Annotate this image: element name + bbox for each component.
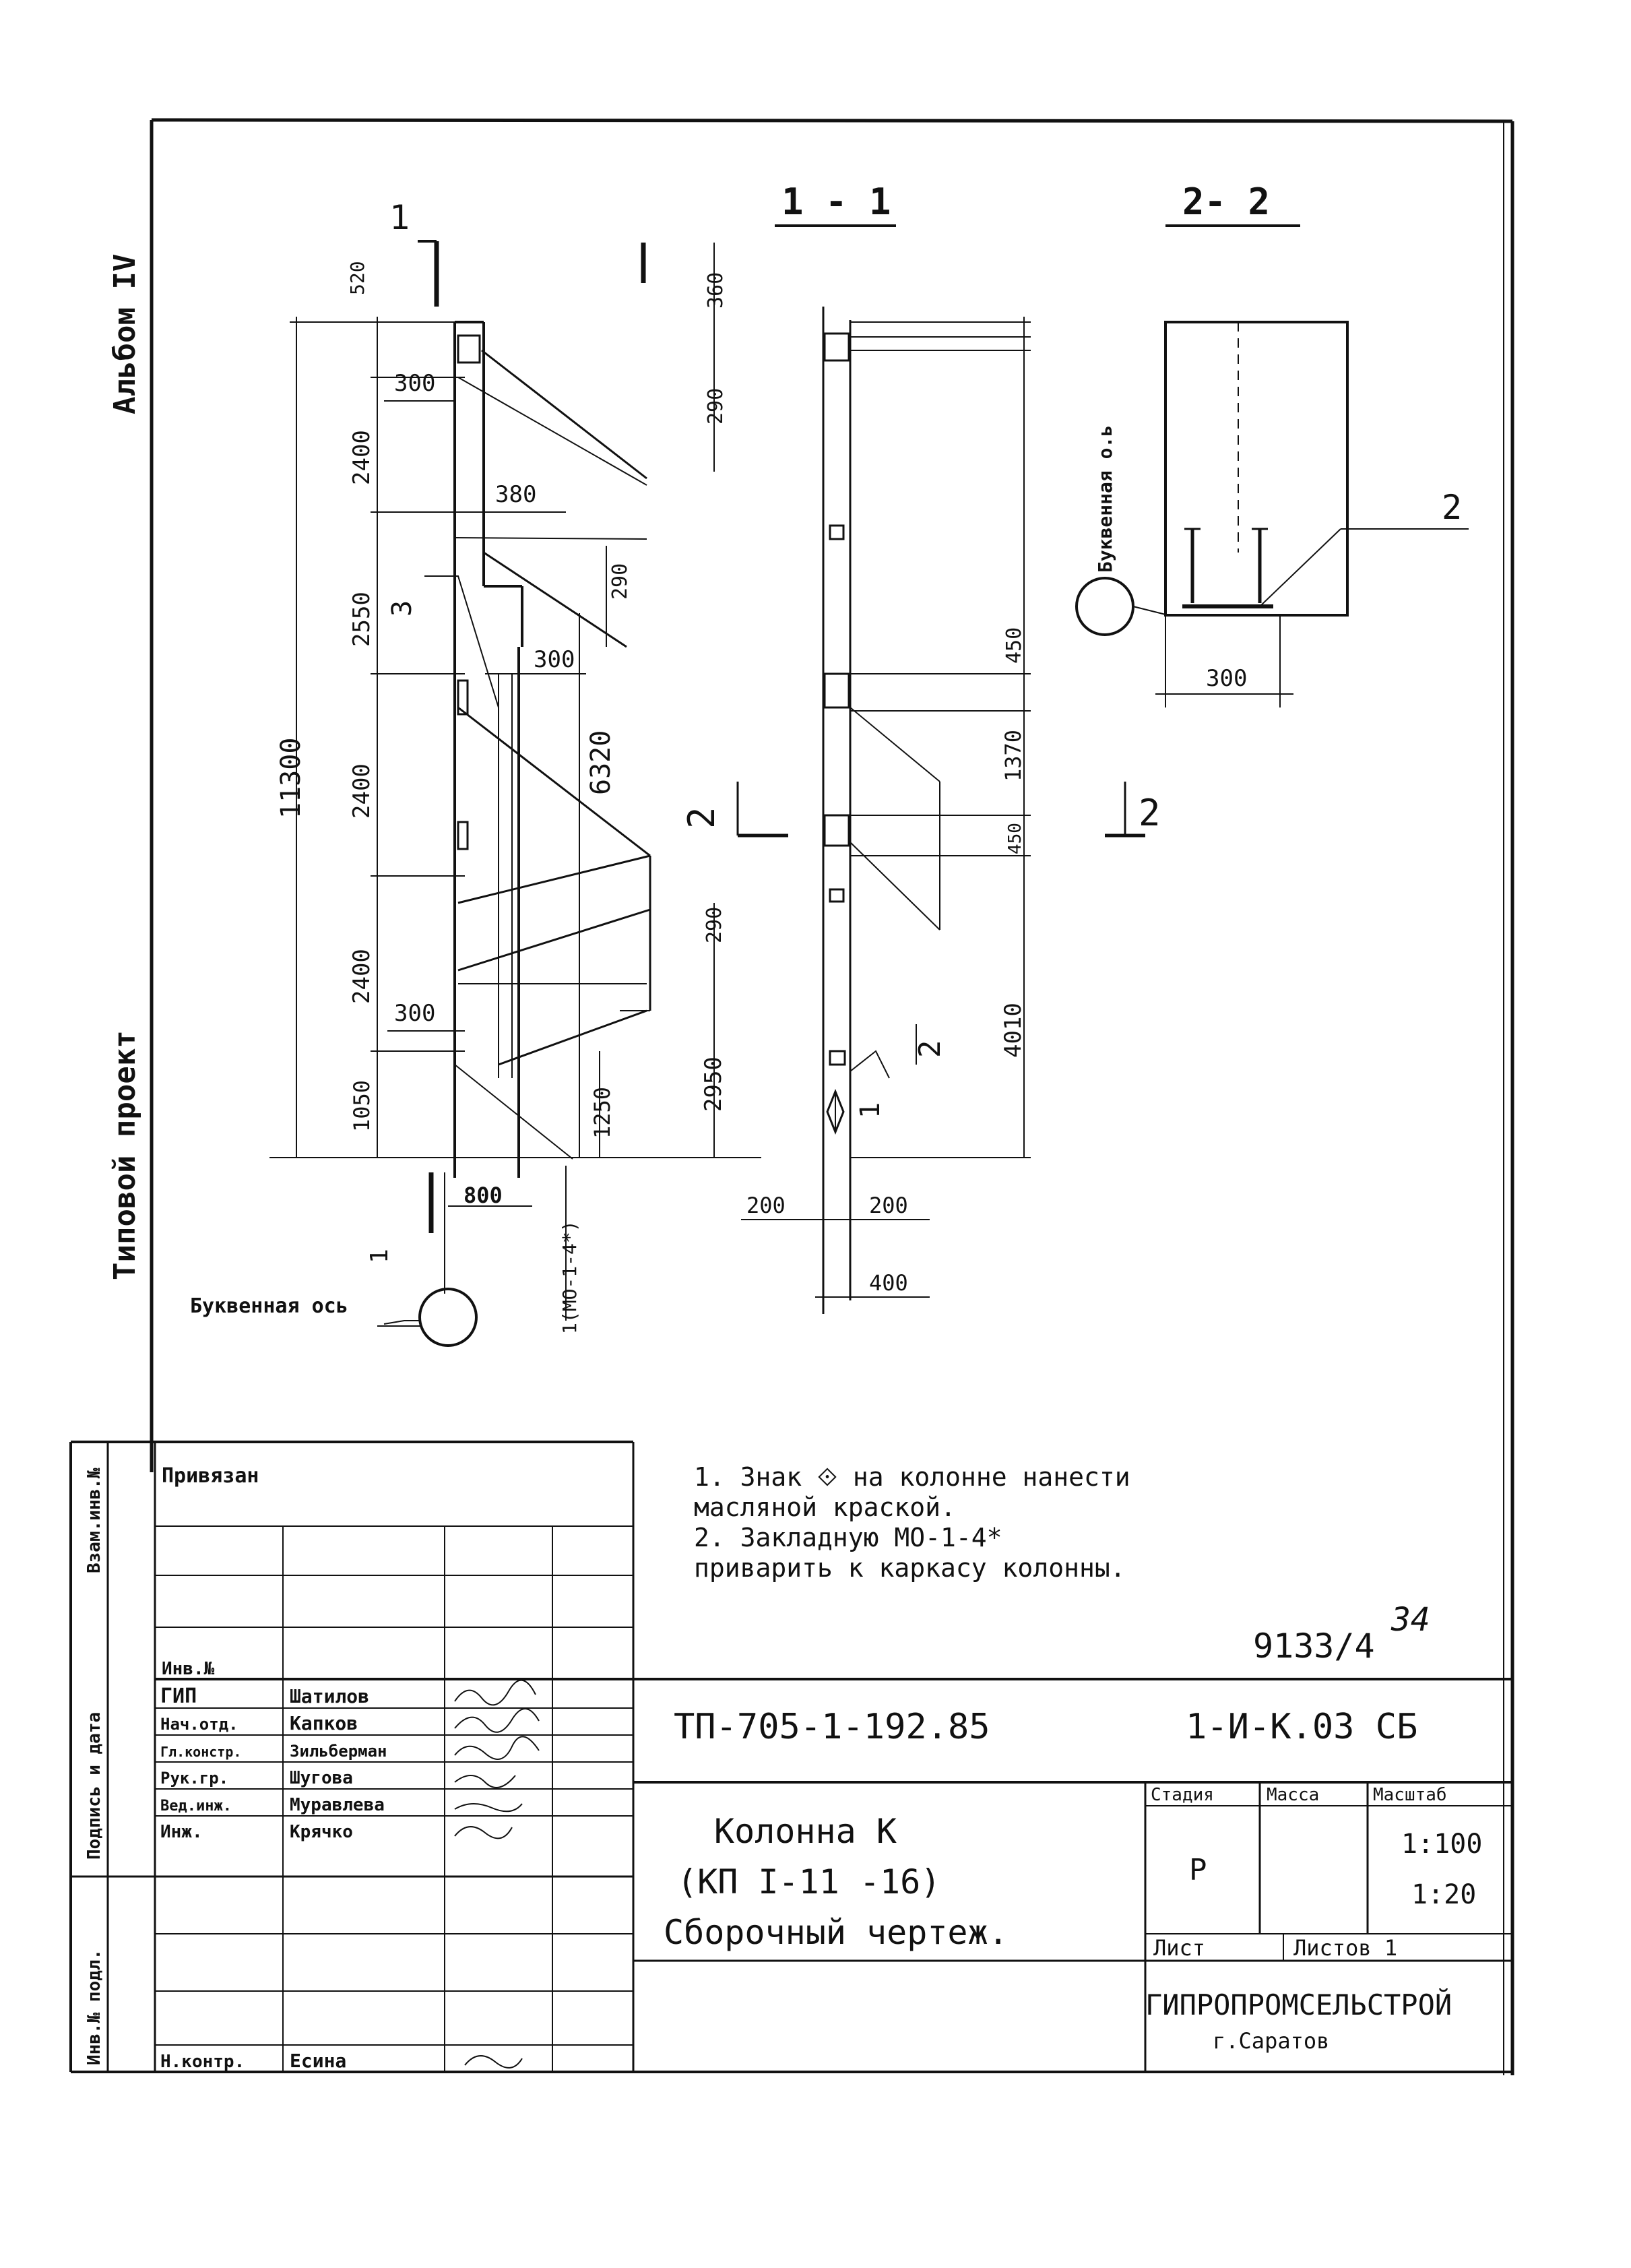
elevation-section-mark: 1 (389, 198, 410, 237)
album-side-label: Альбом IV (108, 254, 142, 414)
stamp-role-6: Инж. (160, 1822, 203, 1842)
s11-dim-450-a: 450 (1002, 627, 1026, 664)
stamp-title-1: Колонна К (714, 1812, 897, 1851)
project-side-label: Типовой проект (108, 1030, 142, 1280)
dim-inner-290-a: 290 (608, 563, 632, 600)
stamp-project-code: ТП-705-1-192.85 (674, 1707, 990, 1747)
dim-inner-300-mid: 300 (534, 646, 575, 673)
stamp-role-5: Вед.инж. (160, 1798, 232, 1815)
stamp-scale-2: 1:20 (1411, 1879, 1476, 1910)
dim-inner-380: 380 (495, 481, 536, 508)
s11-section-mark-left: 2 (680, 807, 723, 829)
stamp-name-6: Крячко (290, 1822, 353, 1842)
stamp-sheets-label: Листов 1 (1293, 1935, 1397, 1961)
stamp-sheet-label: Лист (1153, 1935, 1205, 1961)
elevation-embed-label: 1(МО-1-4*) (558, 1220, 581, 1334)
stamp-inv-no: Инв.№ (162, 1659, 215, 1679)
s11-dim-290: 290 (704, 388, 728, 424)
elevation-top-offset: 520 (346, 261, 369, 295)
stamp-name-3: Зильберман (290, 1742, 387, 1761)
dim-seg-2: 2550 (348, 592, 375, 647)
stamp-title-3: Сборочный чертеж. (664, 1913, 1009, 1952)
dim-inner-300-low: 300 (394, 1000, 435, 1027)
s22-callout-2: 2 (1442, 488, 1462, 527)
stamp-stage-header: Стадия (1151, 1785, 1214, 1805)
stamp-side-inv: Инв.№ подл. (84, 1949, 104, 2065)
section-1-1-title: 1 - 1 (781, 181, 891, 223)
stamp-side-signature: Подпись и дата (84, 1712, 104, 1860)
stamp-stage: Р (1189, 1853, 1207, 1887)
stamp-role-2: Нач.отд. (160, 1715, 238, 1734)
general-notes: 1. Знак ⟐ на колонне нанести масляной кр… (694, 1462, 1130, 1583)
stamp-title-2: (КП I-11 -16) (677, 1862, 940, 1901)
stamp-role-3: Гл.констр. (160, 1744, 241, 1760)
stamp-doc-code: 1-И-К.03 СБ (1186, 1707, 1417, 1747)
note-line-4: приварить к каркасу колонны. (694, 1553, 1126, 1583)
s11-dim-290-mid: 290 (703, 907, 726, 943)
title-block: Взам.инв.№ Подпись и дата Инв.№ подл. Пр… (69, 1441, 1512, 2072)
stamp-role-norm: Н.контр. (160, 2052, 245, 2072)
s11-dim-360: 360 (704, 272, 728, 309)
s11-bottom-dim-right: 200 (869, 1193, 908, 1218)
note-line-1: 1. Знак ⟐ на колонне нанести (694, 1462, 1130, 1492)
dim-inner-6320: 6320 (585, 730, 616, 795)
s22-width-dim: 300 (1206, 665, 1247, 692)
note-line-3: 2. Закладную МО-1-4* (694, 1523, 1002, 1552)
s11-dim-450-b: 450 (1005, 823, 1025, 854)
dim-inner-1250: 1250 (589, 1087, 615, 1139)
dim-seg-3: 2400 (348, 763, 375, 819)
elevation-callout-3: 3 (387, 600, 418, 617)
stamp-name-4: Шугова (290, 1768, 353, 1788)
s22-axis-label: Буквенная о.ь (1094, 425, 1116, 573)
stamp-scale-1: 1:100 (1401, 1829, 1482, 1860)
stamp-org: ГИПРОПРОМСЕЛЬСТРОЙ (1145, 1988, 1452, 2021)
dim-seg-1: 2400 (348, 430, 375, 485)
s11-bottom-dim-total: 400 (869, 1270, 908, 1296)
stamp-name-norm: Есина (290, 2050, 346, 2072)
signatures (454, 1679, 540, 2069)
sheet-frame (71, 118, 1514, 2075)
stamp-name-5: Муравлева (290, 1795, 385, 1815)
s11-callout-1: 1 (855, 1102, 886, 1119)
stamp-side-vzam: Взам.инв.№ (84, 1468, 104, 1573)
elevation-axis-label: Буквенная ось (190, 1294, 348, 1318)
stamp-city: г.Саратов (1213, 2028, 1329, 2054)
sheet-number-sup: 34 (1390, 1601, 1430, 1639)
stamp-scale-header: Масштаб (1373, 1785, 1447, 1805)
dim-inner-800: 800 (463, 1183, 503, 1208)
dim-seg-5: 1050 (349, 1080, 375, 1132)
s11-section-mark-right: 2 (1139, 792, 1161, 834)
stamp-privyazan: Привязан (162, 1464, 259, 1488)
section-2-2: 2- 2 2 Буквенная о.ь 300 (1075, 181, 1469, 707)
s11-dim-4010: 4010 (1000, 1003, 1027, 1058)
stamp-mass-header: Масса (1267, 1785, 1319, 1805)
dim-seg-4: 2400 (348, 949, 375, 1004)
elevation-view: 1 520 11 (190, 198, 761, 1347)
elevation-bottom-marker: 1 (366, 1249, 393, 1263)
dim-inner-300-top: 300 (394, 370, 435, 397)
s11-callout-2: 2 (913, 1040, 947, 1059)
section-1-1: 1 - 1 360 290 450 1370 450 4010 (680, 181, 1161, 1314)
note-line-2: масляной краской. (694, 1492, 956, 1522)
section-2-2-title: 2- 2 (1182, 181, 1270, 223)
stamp-role-4: Рук.гр. (160, 1769, 228, 1788)
sheet-number: 9133/4 (1253, 1627, 1375, 1666)
s11-dim-2950: 2950 (700, 1057, 727, 1112)
s11-dim-1370: 1370 (1000, 730, 1026, 782)
stamp-name-2: Капков (290, 1712, 358, 1734)
s11-bottom-dim-left: 200 (746, 1193, 786, 1218)
dim-total-height: 11300 (276, 738, 307, 819)
stamp-name-1: Шатилов (290, 1685, 369, 1707)
stamp-role-1: ГИП (160, 1684, 197, 1708)
